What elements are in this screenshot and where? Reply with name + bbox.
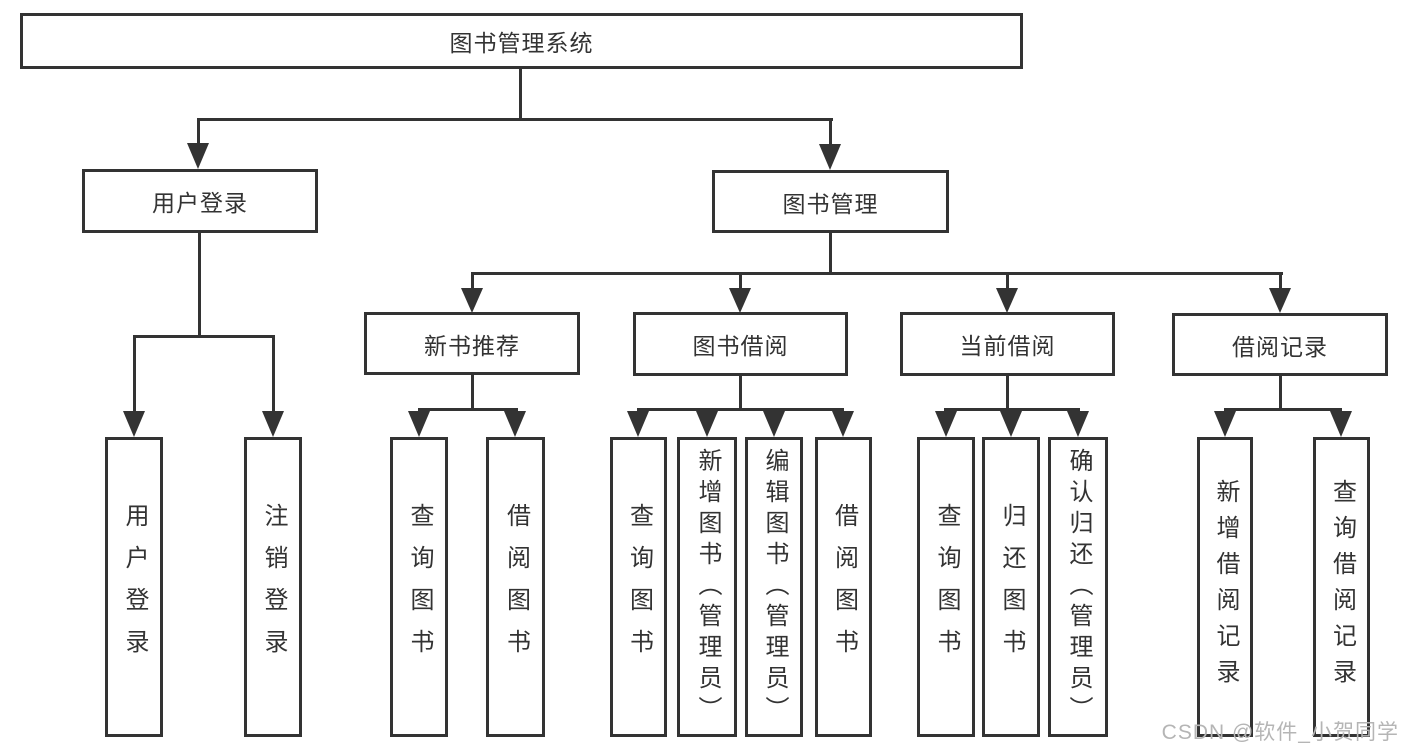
- connector-new-book-rail: [418, 408, 518, 411]
- node-leaf-user-login-label: 用户登录: [121, 503, 148, 671]
- connector-book-borrow-down: [739, 376, 742, 411]
- node-leaf-borrow-borrow: 借阅图书: [815, 437, 872, 737]
- node-leaf-borrow-borrow-label: 借阅图书: [830, 503, 858, 671]
- node-leaf-logout: 注销登录: [244, 437, 302, 737]
- arrowhead-leaf-user-login: [123, 411, 145, 437]
- connector-user-login-down: [198, 233, 201, 338]
- connector-root-stem: [519, 69, 522, 121]
- node-book-mgmt-label: 图书管理: [782, 190, 879, 217]
- connector-level2-rail: [197, 118, 833, 121]
- node-leaf-current-confirm-label: 确认归还（管理员）: [1065, 447, 1092, 727]
- connector-borrow-records-stem: [1279, 275, 1282, 289]
- node-leaf-borrow-add-label: 新增图书（管理员）: [694, 447, 721, 727]
- node-leaf-borrow-edit-label: 编辑图书（管理员）: [761, 447, 788, 727]
- node-leaf-current-return: 归还图书: [982, 437, 1040, 737]
- node-leaf-logout-label: 注销登录: [260, 503, 287, 671]
- arrowhead-borrow-edit: [763, 411, 785, 437]
- node-root-label: 图书管理系统: [449, 30, 594, 56]
- node-new-book-rec-label: 新书推荐: [424, 332, 520, 359]
- node-current-borrow: 当前借阅: [900, 312, 1115, 376]
- node-new-book-rec: 新书推荐: [364, 312, 580, 375]
- arrowhead-book-borrow: [729, 288, 751, 313]
- connector-book-mgmt-down: [829, 233, 832, 275]
- connector-book-mgmt-stem: [829, 121, 832, 146]
- connector-current-borrow-stem: [1006, 275, 1009, 289]
- node-leaf-records-query: 查询借阅记录: [1313, 437, 1370, 737]
- connector-current-borrow-rail: [944, 408, 1080, 411]
- node-book-mgmt: 图书管理: [712, 170, 949, 233]
- node-borrow-records-label: 借阅记录: [1232, 333, 1328, 360]
- csdn-watermark: CSDN @软件_小贺同学: [1161, 721, 1399, 744]
- connector-borrow-records-down: [1279, 376, 1282, 411]
- node-leaf-records-query-label: 查询借阅记录: [1328, 479, 1356, 695]
- node-leaf-records-add-label: 新增借阅记录: [1212, 479, 1239, 695]
- connector-user-login-rail: [133, 335, 275, 338]
- node-leaf-borrow-query: 查询图书: [610, 437, 667, 737]
- node-leaf-user-login: 用户登录: [105, 437, 163, 737]
- node-current-borrow-label: 当前借阅: [959, 333, 1056, 359]
- arrowhead-newrec-query: [408, 411, 430, 437]
- node-borrow-records: 借阅记录: [1172, 313, 1388, 376]
- arrowhead-newrec-borrow: [504, 411, 526, 437]
- arrowhead-current-confirm: [1067, 411, 1089, 437]
- connector-leaf-user-login-stem: [133, 338, 136, 412]
- arrowhead-records-add: [1214, 411, 1236, 437]
- arrowhead-borrow-add: [696, 411, 718, 437]
- connector-new-book-down: [471, 375, 474, 411]
- node-book-borrow: 图书借阅: [633, 312, 848, 376]
- arrowhead-borrow-query: [627, 411, 649, 437]
- connector-book-borrow-rail: [637, 408, 844, 411]
- connector-current-borrow-down: [1006, 376, 1009, 411]
- connector-book-borrow-stem: [739, 275, 742, 289]
- node-leaf-newrec-query-label: 查询图书: [406, 503, 433, 671]
- arrowhead-records-query: [1330, 411, 1352, 437]
- node-leaf-borrow-add: 新增图书（管理员）: [677, 437, 737, 737]
- node-user-login-label: 用户登录: [152, 190, 248, 216]
- node-root: 图书管理系统: [20, 13, 1023, 69]
- connector-new-book-stem: [471, 275, 474, 289]
- node-leaf-newrec-borrow: 借阅图书: [486, 437, 545, 737]
- node-leaf-newrec-query: 查询图书: [390, 437, 448, 737]
- arrowhead-current-borrow: [996, 288, 1018, 313]
- arrowhead-leaf-logout: [262, 411, 284, 437]
- node-leaf-current-confirm: 确认归还（管理员）: [1048, 437, 1108, 737]
- arrowhead-user-login: [187, 143, 209, 169]
- node-leaf-borrow-edit: 编辑图书（管理员）: [745, 437, 803, 737]
- node-leaf-newrec-borrow-label: 借阅图书: [502, 503, 530, 671]
- node-leaf-current-query-label: 查询图书: [933, 503, 960, 671]
- arrowhead-current-return: [1000, 411, 1022, 437]
- arrowhead-current-query: [935, 411, 957, 437]
- arrowhead-book-mgmt: [819, 144, 841, 170]
- connector-level3-rail: [471, 272, 1283, 275]
- node-leaf-borrow-query-label: 查询图书: [625, 503, 653, 671]
- connector-borrow-records-rail: [1224, 408, 1342, 411]
- connector-user-login-stem: [197, 121, 200, 145]
- connector-leaf-logout-stem: [272, 338, 275, 412]
- node-leaf-current-query: 查询图书: [917, 437, 975, 737]
- node-leaf-current-return-label: 归还图书: [998, 503, 1025, 671]
- arrowhead-new-book: [461, 288, 483, 313]
- arrowhead-borrow-records: [1269, 288, 1291, 313]
- node-book-borrow-label: 图书借阅: [692, 333, 789, 359]
- arrowhead-borrow-borrow: [832, 411, 854, 437]
- node-leaf-records-add: 新增借阅记录: [1197, 437, 1253, 737]
- node-user-login: 用户登录: [82, 169, 318, 233]
